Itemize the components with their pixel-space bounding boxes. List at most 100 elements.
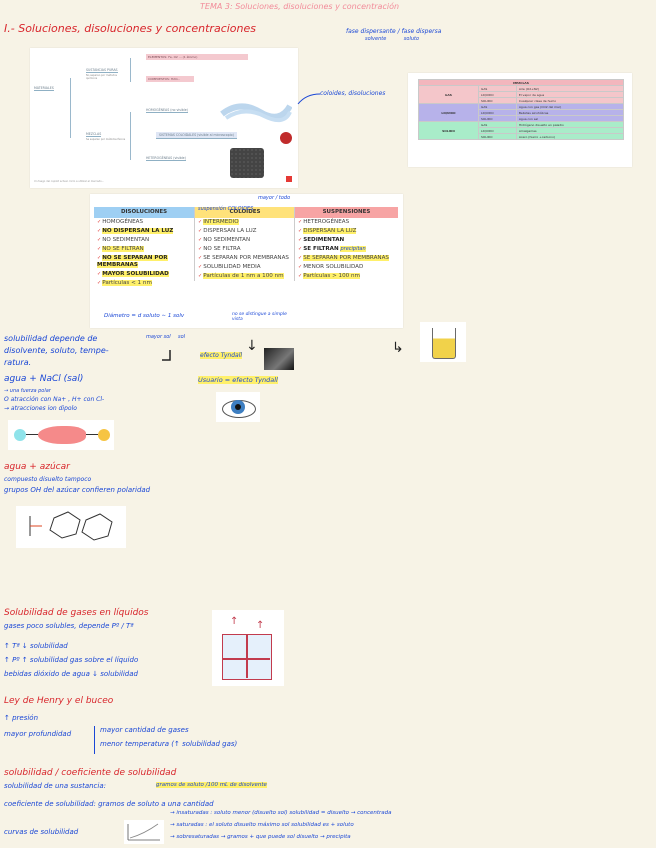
cm-homogeneas: HOMOGÉNEAS (no visible) — [146, 108, 188, 113]
azucar-2: grupos OH del azúcar confieren polaridad — [4, 486, 151, 494]
list-item: ✓SE SEPARAN POR MEMBRANAS — [198, 255, 289, 261]
cm-connector — [130, 112, 131, 160]
coloide-note: no se distingue a simple vista — [232, 312, 287, 322]
ion-dipole-image — [8, 420, 114, 450]
agua-nacl-2: O atracción con Na+ , H+ con Cl- — [4, 396, 105, 403]
concept-map-card: MATERIALES SUSTANCIAS PURAS No separan p… — [30, 48, 298, 188]
curvas-item-2: → saturadas : el soluto disuelto máximo … — [170, 822, 354, 828]
curvas-item-1: → insaturadas : soluto menor (disuelto s… — [170, 810, 392, 816]
page-title: I.- Soluciones, disoluciones y concentra… — [4, 22, 256, 35]
dcs-annotation-top: mayor / todo — [258, 195, 291, 201]
usuario-tyndall: Usuario = efecto Tyndall — [198, 376, 278, 384]
curvas-item-3: → sobresaturadas → gramos + que puede so… — [170, 834, 351, 840]
arrow-icon — [297, 93, 321, 105]
col-disoluciones: DISOLUCIONES ✓HOMOGÉNEAS ✓NO DISPERSAN L… — [94, 207, 194, 288]
cm-sustancias-sub: No separan por métodos químicos — [86, 74, 117, 80]
agua-nacl-title: agua + NaCl (sal) — [4, 374, 84, 384]
red-square-icon — [286, 176, 292, 182]
dcs-annotation-coloides: suspensión COLOIDES — [198, 206, 254, 212]
cm-annotation: coloides, disoluciones — [320, 90, 386, 97]
gases-subtitle: gases poco solubles, depende Pº / Tª — [4, 622, 134, 630]
list-item: ✓SE FILTRAN precipitan — [298, 246, 366, 252]
list-item: ✓MENOR SOLUBILIDAD — [298, 264, 364, 270]
solubilidad-line-1: solubilidad depende de — [4, 334, 98, 343]
coeficiente-line-1b: gramos de soluto /100 mL de disolvente — [156, 782, 267, 788]
sugar-structure-image — [16, 506, 126, 548]
efecto-tyndall: efecto Tyndall — [200, 352, 243, 359]
list-item: ✓Partículas < 1 nm — [97, 280, 152, 286]
gases-line-1: ↑ Tª ↓ solubilidad — [4, 642, 68, 650]
list-item: ✓NO SE SEPARAN POR MEMBRANAS — [97, 255, 168, 268]
list-item: ✓DISPERSAN LA LUZ — [298, 228, 357, 234]
list-item: ✓DISPERSAN LA LUZ — [198, 228, 257, 234]
cm-connector — [130, 58, 131, 82]
list-item: ✓MAYOR SOLUBILIDAD — [97, 271, 169, 277]
henry-line-4: menor temperatura (↑ solubilidad gas) — [100, 740, 238, 748]
eye-image — [216, 392, 260, 422]
cm-footer: Un fuego del copilot actual. Ciclo a uti… — [34, 180, 105, 183]
cm-sistemas: SISTEMAS COLOIDALES (visible al microsco… — [156, 132, 237, 139]
header-disoluciones: DISOLUCIONES — [94, 207, 194, 218]
arrow-down-left-icon — [162, 350, 171, 361]
cm-mezclas-sub: Se separan por métodos físicos — [86, 138, 126, 141]
list-item: ✓INTERMEDIO — [198, 219, 239, 225]
cm-connector — [70, 78, 71, 138]
arrow-down-icon: ↓ — [246, 338, 258, 354]
list-item: ✓NO SE FILTRA — [198, 246, 241, 252]
cm-root: MATERIALES — [34, 86, 54, 91]
cm-elementos: ELEMENTOS: Fe, O2 ... (1 átomo) — [146, 54, 248, 60]
henry-line-2: mayor profundidad — [4, 730, 72, 738]
tyndall-photo — [264, 348, 294, 370]
cm-sustancias: SUSTANCIAS PURAS — [86, 68, 118, 73]
ion-icon — [98, 429, 110, 441]
gas-diagram-image: ↑ ↑ — [212, 610, 284, 686]
list-item: ✓SEDIMENTAN — [298, 237, 345, 243]
solubility-curve-image — [124, 820, 164, 844]
dcs-formula: Diámetro = d soluto ∼ 1 solv — [104, 313, 185, 319]
arrow-right-icon: ↳ — [392, 340, 404, 356]
cloud-wave-image — [220, 103, 292, 123]
list-item: ✓NO SEDIMENTAN — [97, 237, 150, 243]
agua-azucar-title: agua + azúcar — [4, 462, 70, 472]
tema-title: TEMA 3: Soluciones, disoluciones y conce… — [200, 2, 400, 11]
formula-note-2: sol — [178, 334, 186, 340]
fase-note: fase dispersante / fase dispersa — [346, 28, 442, 35]
coeficiente-line-1: solubilidad de una sustancia: — [4, 782, 106, 790]
curvas-label: curvas de solubilidad — [4, 828, 79, 836]
gases-line-2: ↑ Pº ↑ solubilidad gas sobre el líquido — [4, 656, 139, 664]
henry-line-3: mayor cantidad de gases — [100, 726, 189, 734]
arrow-up-icon: ↑ — [256, 620, 265, 631]
header-coloides: COLOIDES — [195, 207, 295, 218]
water-molecule-icon — [38, 426, 86, 444]
list-item: ✓NO DISPERSAN LA LUZ — [97, 228, 174, 234]
ion-icon — [14, 429, 26, 441]
granite-block-image — [230, 148, 264, 178]
gases-title: Solubilidad de gases en líquidos — [4, 608, 149, 618]
gases-line-3: bebidas dióxido de agua ↓ solubilidad — [4, 670, 138, 678]
cm-heterogeneas: HETEROGÉNEAS (visible) — [146, 156, 186, 161]
list-item: ✓SE SEPARAN POR MEMBRANAS — [298, 255, 389, 261]
henry-title: Ley de Henry y el buceo — [4, 696, 114, 706]
cm-compuestos: COMPUESTOS: H2O... — [146, 76, 194, 82]
list-item: ✓Partículas de 1 nm a 100 nm — [198, 273, 284, 279]
red-sphere-image — [280, 132, 292, 144]
henry-line-1: ↑ presión — [4, 714, 39, 722]
col-suspensiones: SUSPENSIONES ✓HETEROGÉNEAS ✓DISPERSAN LA… — [294, 207, 398, 281]
col-coloides: COLOIDES ✓INTERMEDIO ✓DISPERSAN LA LUZ ✓… — [194, 207, 295, 281]
azucar-1: compuesto disuelto tampoco — [4, 476, 92, 483]
list-item: ✓NO SE FILTRAN — [97, 246, 144, 252]
cm-mezclas: MEZCLAS — [86, 132, 102, 137]
agua-nacl-3: → atracciones ion dipolo — [4, 405, 77, 412]
arrow-up-icon: ↑ — [230, 616, 239, 627]
list-item: ✓Partículas > 100 nm — [298, 273, 361, 279]
solubilidad-line-2: disolvente, soluto, tempe- — [4, 346, 109, 355]
list-item: ✓NO SEDIMENTAN — [198, 237, 251, 243]
coeficiente-line-2: coeficiente de solubilidad: gramos de so… — [4, 800, 214, 808]
header-suspensiones: SUSPENSIONES — [295, 207, 398, 218]
list-item: ✓HETEROGÉNEAS — [298, 219, 350, 225]
